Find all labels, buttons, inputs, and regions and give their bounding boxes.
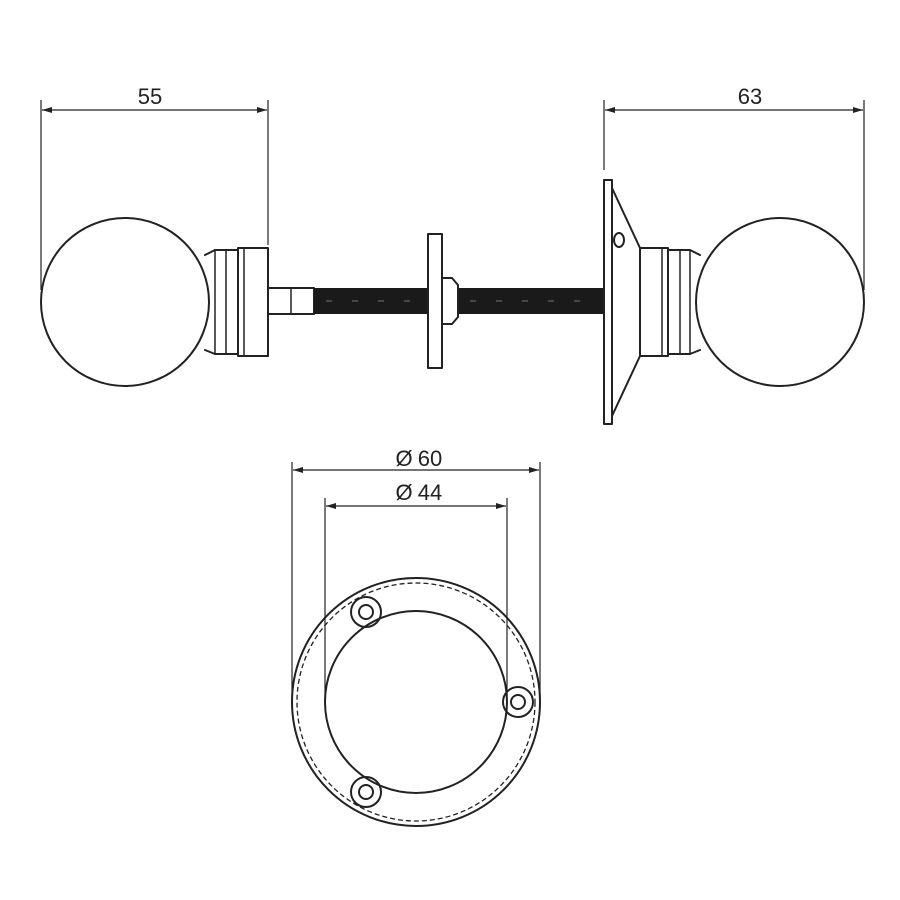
spindle-washer: [427, 233, 459, 369]
screw-hole-right: [502, 686, 534, 718]
dimension-label-55: 55: [138, 84, 162, 109]
screw-hole-bottom: [350, 776, 382, 808]
spindle: [267, 287, 604, 315]
dimension-symbol-inner: Ø: [395, 480, 412, 505]
left-knob-collar: [204, 247, 269, 357]
dimension-right-knob: 63: [603, 84, 865, 290]
rose-front-view: [291, 577, 541, 827]
dimension-left-knob: 55: [40, 84, 269, 290]
dimension-symbol-outer: Ø: [395, 446, 412, 471]
spindle-thread-right: [458, 288, 604, 314]
dimension-label-63: 63: [738, 84, 762, 109]
dimension-rose-inner: Ø 44: [324, 480, 508, 702]
right-rose-plate: [603, 179, 641, 425]
screw-hole-top: [350, 596, 382, 628]
dimension-label-60: 60: [418, 446, 442, 471]
dimension-label-44: 44: [418, 480, 442, 505]
right-knob-collar: [639, 247, 701, 357]
left-knob-ball: [40, 217, 210, 387]
side-view: [40, 179, 865, 425]
rose-inner-face: [324, 610, 508, 794]
rose-outer-ring-inner: [296, 582, 536, 822]
right-knob-ball: [695, 217, 865, 387]
dimension-rose-outer: Ø 60: [291, 446, 541, 702]
